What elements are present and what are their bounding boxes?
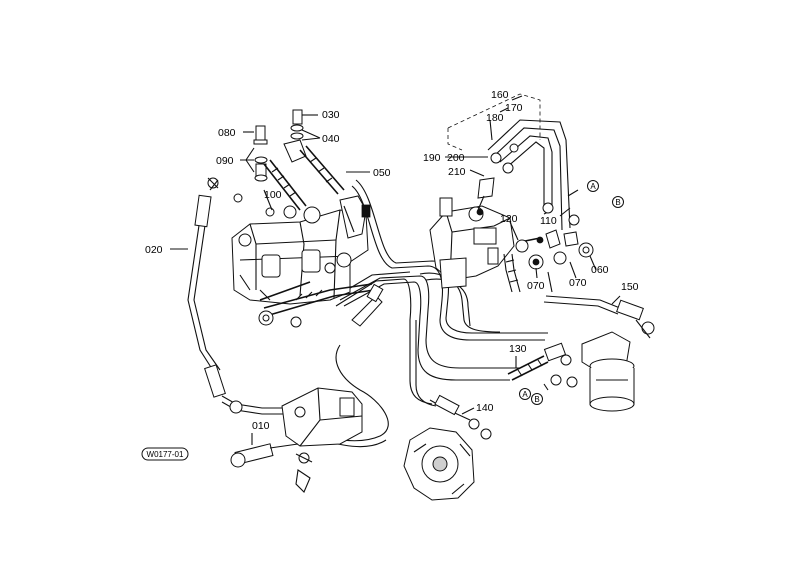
label-070-left: 070 <box>527 280 545 292</box>
label-090: 090 <box>216 155 234 167</box>
svg-text:A: A <box>590 182 596 191</box>
label-120: 120 <box>500 213 518 225</box>
pump-block <box>230 387 363 493</box>
hose-150-and-filter <box>543 295 655 412</box>
label-050: 050 <box>373 167 391 179</box>
label-030: 030 <box>322 109 340 121</box>
label-160: 160 <box>491 89 509 101</box>
pipes-lower-left <box>258 281 384 328</box>
hose-020 <box>187 177 300 415</box>
label-100: 100 <box>264 189 282 201</box>
reference-marker-a-upper: A <box>587 180 599 192</box>
fittings-right <box>503 229 594 293</box>
svg-text:B: B <box>534 395 539 404</box>
svg-text:W0177-01: W0177-01 <box>147 450 184 459</box>
reference-marker-a-lower: A <box>519 388 531 400</box>
label-010: 010 <box>252 420 270 432</box>
drawing-code-badge: W0177-01 <box>141 447 189 461</box>
label-190: 190 <box>423 152 441 164</box>
label-150: 150 <box>621 281 639 293</box>
label-070-right: 070 <box>569 277 587 289</box>
svg-text:A: A <box>522 390 528 399</box>
label-040: 040 <box>322 133 340 145</box>
hose-130 <box>507 342 567 381</box>
fittings-upper-left <box>253 109 345 211</box>
leader-lines <box>170 95 621 445</box>
label-170: 170 <box>505 102 523 114</box>
label-210: 210 <box>448 166 466 178</box>
label-080: 080 <box>218 127 236 139</box>
label-130: 130 <box>509 343 527 355</box>
label-200: 200 <box>447 152 465 164</box>
label-110: 110 <box>540 215 557 227</box>
upper-right-valve <box>429 93 580 289</box>
reference-marker-b-lower: B <box>531 393 543 405</box>
label-020: 020 <box>145 244 163 256</box>
hose-140-and-housing <box>403 394 492 501</box>
label-180: 180 <box>486 112 504 124</box>
control-valve-assembly <box>231 195 371 305</box>
reference-marker-b-upper: B <box>612 196 624 208</box>
label-060: 060 <box>591 264 609 276</box>
label-140: 140 <box>476 402 494 414</box>
svg-text:B: B <box>615 198 620 207</box>
